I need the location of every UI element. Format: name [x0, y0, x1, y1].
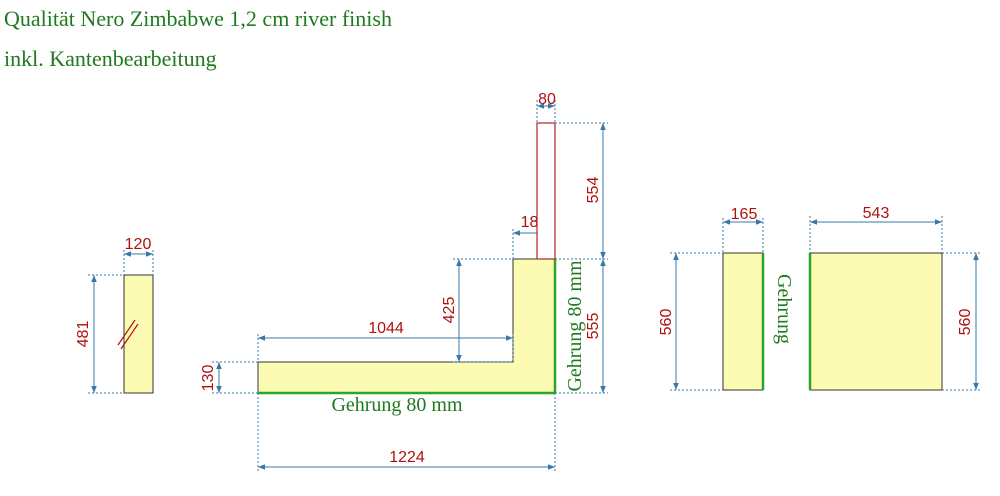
header-title: Qualität Nero Zimbabwe 1,2 cm river fini… [4, 6, 392, 31]
dim-p3-width: 80 [538, 91, 556, 108]
mitre-note-p4: Gehrung [773, 274, 795, 344]
side-strip-shape [123, 274, 154, 394]
mitre-note-bottom: Gehrung 80 mm [331, 394, 463, 416]
dim-p1-width: 120 [125, 236, 152, 253]
dim-p2-total-length: 1224 [389, 449, 425, 466]
piece-panel-square: 543 560 [808, 205, 982, 391]
break-mark [120, 323, 139, 350]
panel-square-shape [809, 252, 943, 391]
upstand-shape [536, 122, 556, 260]
dim-p2-inner-length: 1044 [368, 320, 404, 337]
dim-p4-width: 165 [731, 206, 758, 223]
dim-p1-height: 481 [75, 321, 92, 348]
panel-narrow-shape [722, 252, 764, 391]
dim-p3-height: 554 [585, 177, 602, 204]
dim-p2-leg-height: 555 [585, 313, 602, 340]
dim-p5-height: 560 [957, 309, 974, 336]
piece-panel-narrow: 165 560 Gehrung [658, 206, 795, 391]
mitre-note-side: Gehrung 80 mm [564, 260, 586, 392]
piece-side-strip: 120 481 [75, 236, 154, 394]
break-mark [117, 319, 136, 346]
piece-upstand: 80 554 [536, 91, 608, 260]
dim-p4-height: 560 [658, 309, 675, 336]
header-subtitle: inkl. Kantenbearbeitung [4, 46, 217, 71]
piece-l-worktop: 130 1044 425 180 555 1224 Gehrung 80 mm … [200, 214, 608, 472]
dim-p2-leg-inner: 425 [441, 297, 458, 324]
dim-p5-width: 543 [863, 205, 890, 222]
dim-p2-short: 130 [200, 365, 217, 392]
l-worktop-shape [257, 258, 556, 394]
